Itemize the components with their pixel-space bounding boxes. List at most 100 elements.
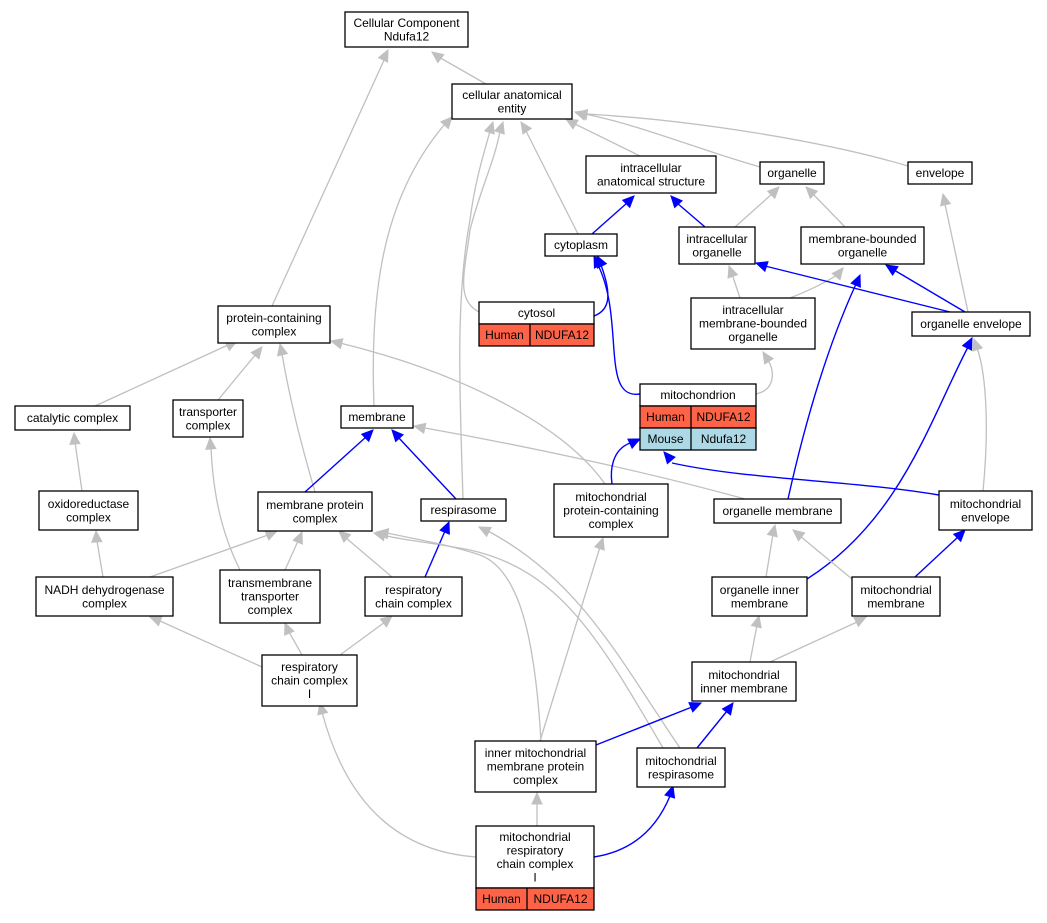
node-label: respiratory [507, 843, 564, 857]
edge-line [281, 353, 316, 493]
edge-oxidoreductase-to-catalytic [69, 431, 83, 492]
edge-organelle-envelope-to-envelope [939, 192, 969, 313]
node-label: respiratory [385, 583, 442, 597]
edge-line [574, 123, 641, 157]
node-respirasome[interactable]: respirasome [420, 498, 507, 522]
edge-arrowhead [91, 529, 103, 543]
node-box [219, 569, 321, 624]
node-cytoplasm[interactable]: cytoplasm [544, 233, 618, 257]
edge-line [321, 711, 477, 858]
node-label: organelle envelope [920, 317, 1022, 331]
node-box [474, 740, 597, 793]
edge-mbo-to-organelle [805, 186, 846, 228]
edge-line [586, 113, 909, 167]
edge-line [459, 130, 491, 500]
edge-arrowhead [493, 120, 505, 135]
node-box [38, 490, 139, 531]
edge-line [74, 441, 83, 492]
edge-cytoplasm-to-ias [591, 195, 635, 235]
node-label: complex [66, 510, 111, 524]
edge-arrowhead [483, 120, 495, 135]
node-label: catalytic complex [27, 411, 118, 425]
node-label: cytoplasm [554, 238, 608, 252]
edge-arrowhead [766, 523, 778, 538]
node-organelle-envelope[interactable]: organelle envelope [911, 311, 1031, 337]
edge-line [944, 203, 969, 313]
species-label: Mouse [647, 432, 683, 446]
edge-arrowhead [961, 336, 973, 351]
node-box [553, 483, 669, 538]
node-label: organelle [728, 330, 778, 344]
node-box [217, 305, 331, 344]
edge-arrowhead [377, 48, 389, 63]
node-label: I [308, 687, 311, 701]
node-box [759, 161, 825, 185]
edge-imbo-to-mbo [789, 267, 844, 299]
edge-arrowhead [831, 267, 844, 281]
edge-intracellular-organelle-to-ias [670, 195, 706, 228]
node-box [364, 576, 463, 617]
edge-arrowhead [379, 615, 393, 628]
edge-line [799, 535, 853, 580]
node-label: membrane protein [487, 760, 584, 774]
node-label: organelle [692, 245, 742, 259]
node-organelle[interactable]: organelle [759, 161, 825, 185]
edge-line [976, 347, 987, 492]
node-label: complex [513, 773, 558, 787]
species-label: Human [485, 328, 524, 342]
annotation-bg [639, 427, 757, 451]
node-label: protein-containing [563, 504, 658, 518]
node-organelle-membrane[interactable]: organelle membrane [713, 498, 842, 524]
edge-organelle-envelope-to-mbo [884, 264, 966, 313]
edge-line [597, 264, 641, 395]
node-envelope[interactable]: envelope [907, 161, 973, 185]
node-box [172, 399, 244, 438]
node-label: intracellular [722, 303, 783, 317]
node-box [14, 405, 131, 431]
edge-line [731, 273, 741, 299]
node-box [691, 661, 797, 702]
edge-line [595, 706, 693, 746]
edge-arrowhead [670, 195, 683, 209]
edge-line [914, 536, 959, 578]
edge-mito-membrane-to-mito-envelope [914, 529, 966, 578]
node-label: oxidoreductase [48, 497, 130, 511]
edge-arrowhead [531, 791, 543, 805]
edge-mito-envelope-to-mitochondrion [663, 451, 940, 496]
node-label: cytosol [518, 306, 555, 320]
node-catalytic[interactable]: catalytic complex [14, 405, 131, 431]
edge-pcc-to-root [271, 48, 389, 307]
edge-arrowhead [664, 784, 676, 799]
edge-arrowhead [727, 264, 739, 279]
edge-mim-to-mito-membrane [769, 616, 868, 663]
node-membrane[interactable]: membrane [340, 405, 414, 429]
node-label: mitochondrial [499, 830, 570, 844]
edge-line [436, 55, 487, 85]
edge-mito-respirasome-to-respirasome [477, 526, 681, 749]
node-label: membrane [731, 596, 789, 610]
